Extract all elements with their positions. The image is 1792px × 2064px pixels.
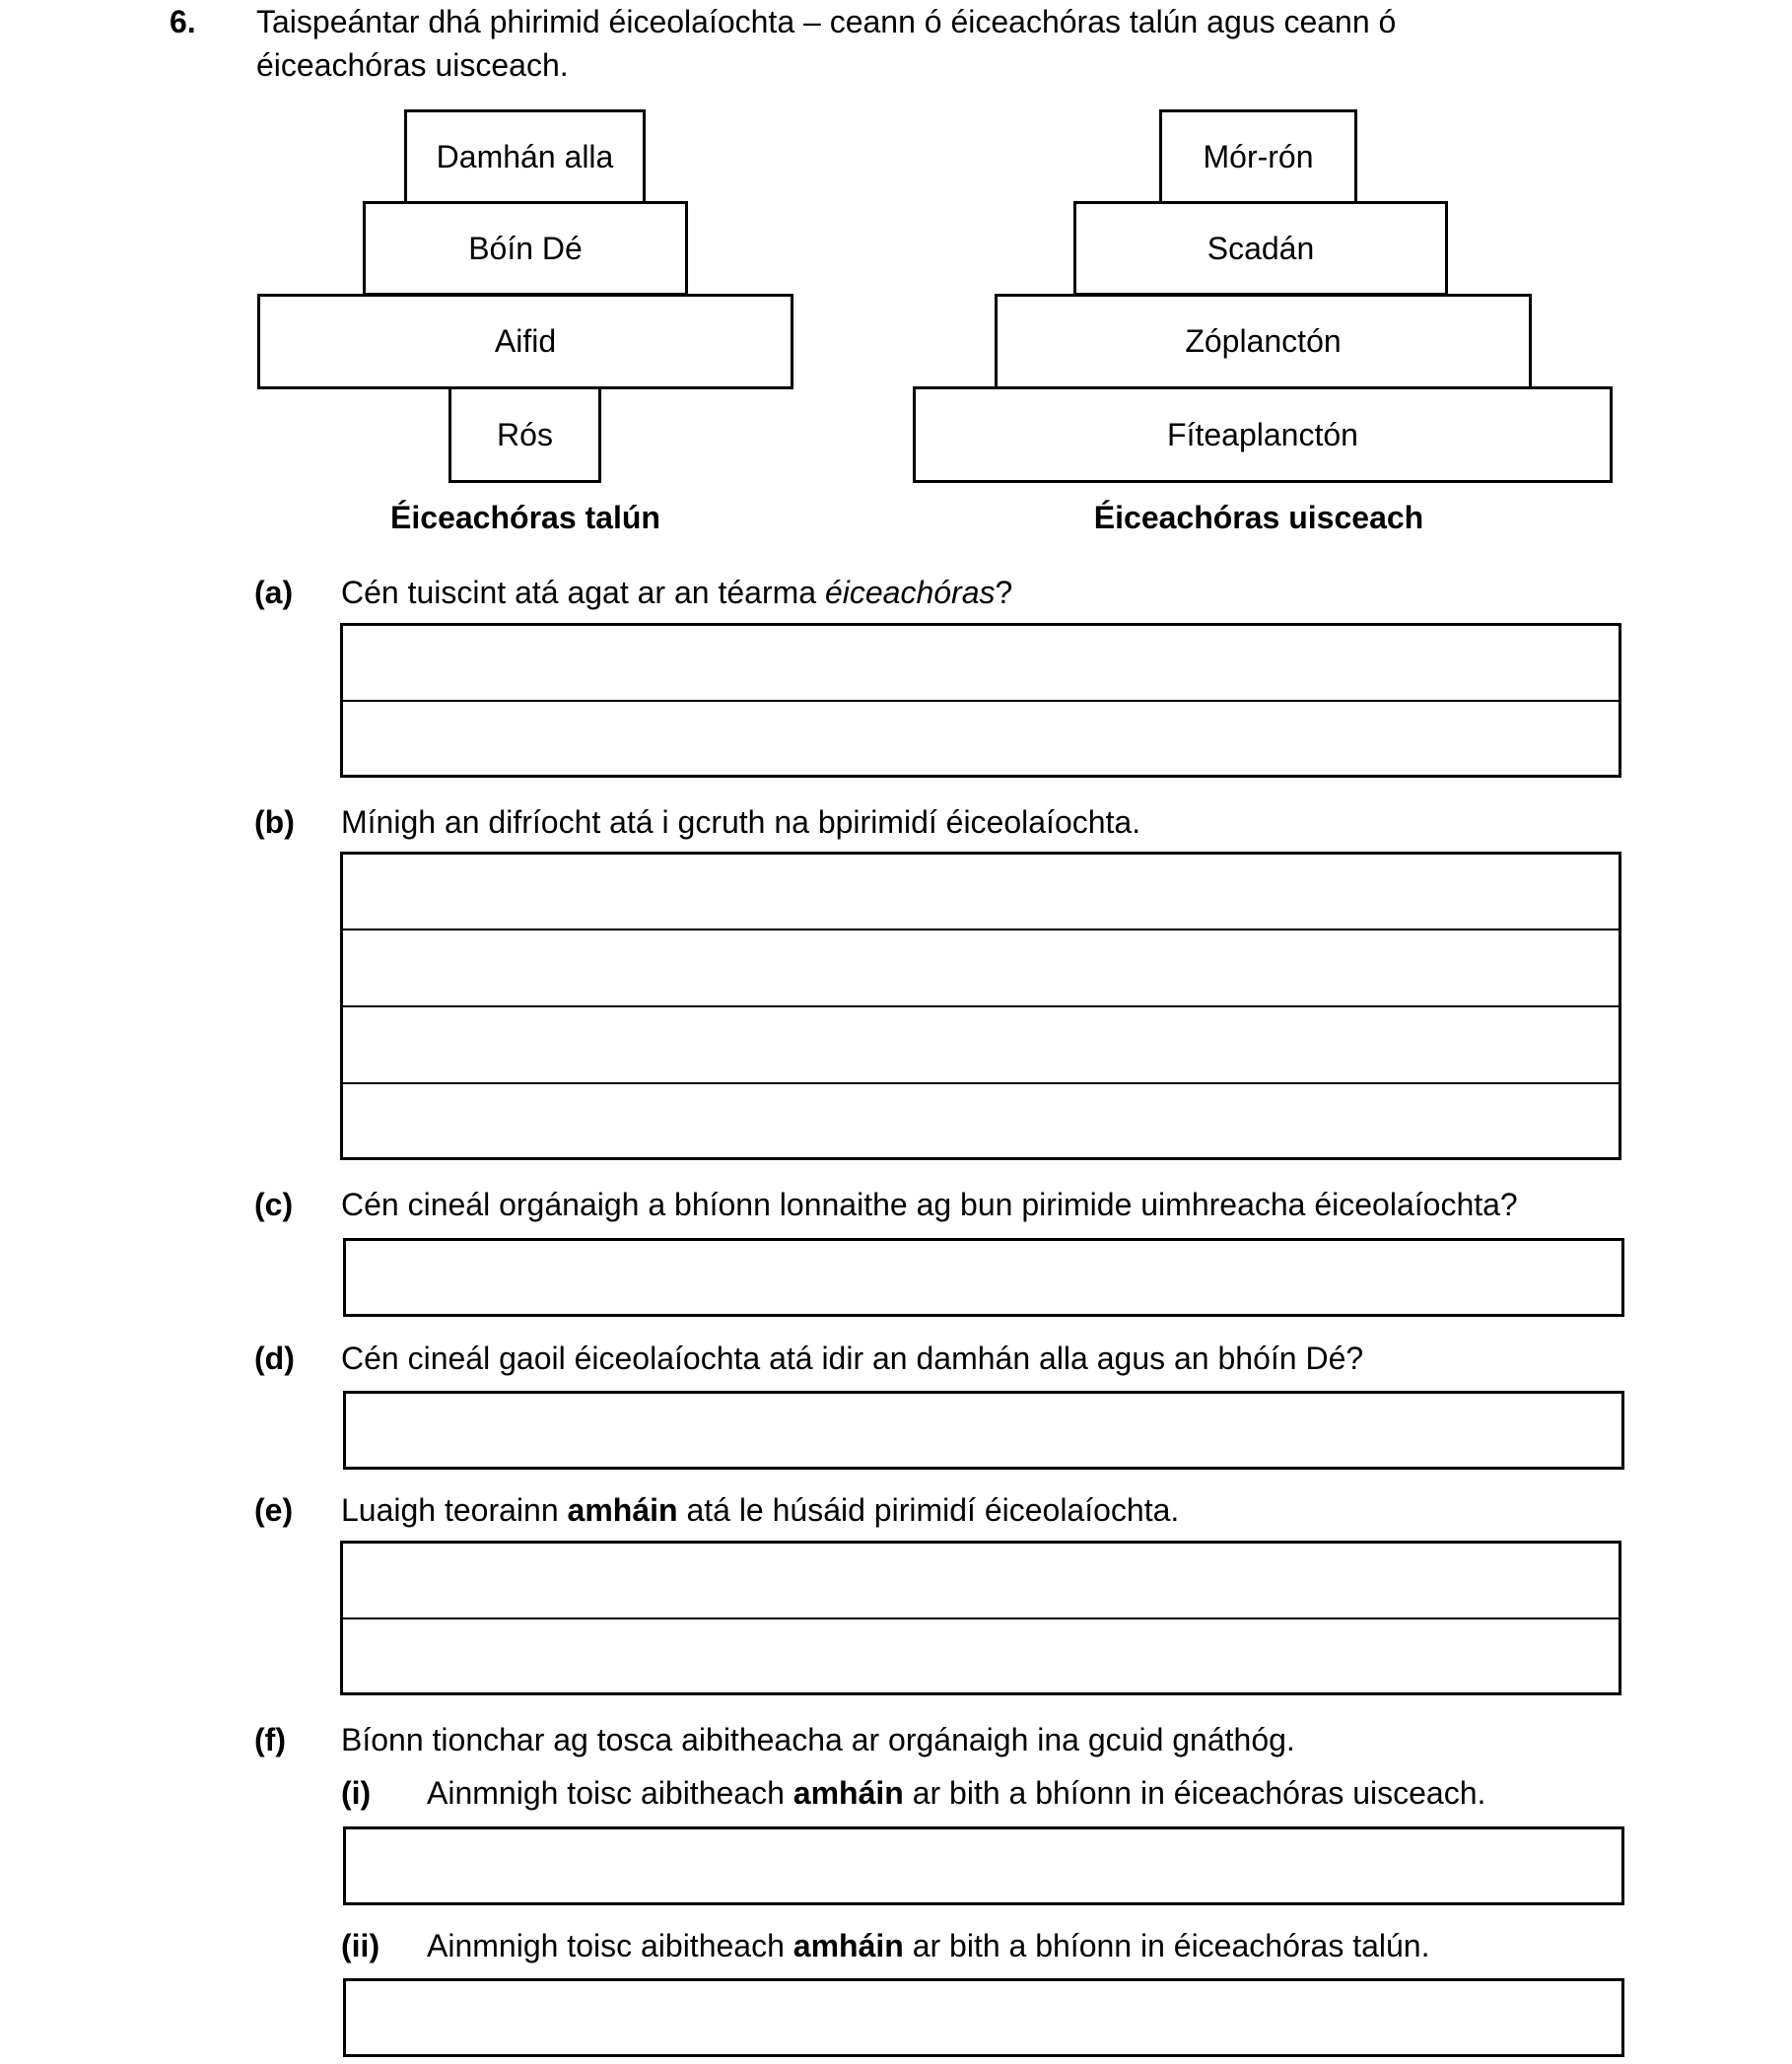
question-intro-line1: Taispeántar dhá phirimid éiceolaíochta –… [256,4,1397,39]
answer-line [343,1005,1619,1007]
answer-line [343,1082,1619,1084]
part-c-answer-box[interactable] [343,1238,1624,1317]
question-intro-line2: éiceachóras uisceach. [256,47,569,83]
part-f-question: Bíonn tionchar ag tosca aibitheacha ar o… [341,1722,1295,1757]
part-d-answer-box[interactable] [343,1391,1624,1470]
part-e-question: Luaigh teorainn amháin atá le húsáid pir… [341,1492,1180,1528]
part-b-answer-box[interactable] [340,852,1621,1160]
part-f-i-answer-box[interactable] [343,1826,1624,1905]
part-f-i-question: Ainmnigh toisc aibitheach amháin ar bith… [427,1775,1486,1811]
water-pyramid-caption: Éiceachóras uisceach [1093,500,1424,535]
part-c-label: (c) [254,1187,294,1222]
part-c-question: Cén cineál orgánaigh a bhíonn lonnaithe … [341,1187,1518,1222]
water-level-tertiary: Mór-rón [1159,109,1357,204]
water-level-secondary: Scadán [1073,201,1448,296]
land-level-producer: Rós [448,386,601,483]
part-f-i-label: (i) [341,1775,372,1811]
part-e-label: (e) [254,1492,294,1528]
part-a-answer-box[interactable] [340,623,1621,778]
land-level-secondary: Bóín Dé [363,201,688,296]
part-d-question: Cén cineál gaoil éiceolaíochta atá idir … [341,1341,1364,1376]
part-e-answer-box[interactable] [340,1541,1621,1695]
land-level-tertiary: Damhán alla [404,109,646,204]
part-f-ii-label: (ii) [341,1928,380,1963]
part-a-question: Cén tuiscint atá agat ar an téarma éicea… [341,575,1013,610]
part-b-question: Mínigh an difríocht atá i gcruth na bpir… [341,804,1141,840]
answer-line [343,929,1619,930]
part-f-ii-answer-box[interactable] [343,1978,1624,2057]
part-d-label: (d) [254,1341,295,1376]
land-level-primary: Aifid [257,294,793,389]
part-f-ii-question: Ainmnigh toisc aibitheach amháin ar bith… [427,1928,1430,1963]
answer-line [343,700,1619,702]
answer-line [343,1617,1619,1619]
part-f-label: (f) [254,1722,286,1757]
water-level-producer: Fíteaplanctón [913,386,1613,483]
part-a-label: (a) [254,575,294,610]
water-level-primary: Zóplanctón [995,294,1532,389]
land-pyramid-caption: Éiceachóras talún [390,500,660,535]
question-number: 6. [170,4,196,39]
part-b-label: (b) [254,804,295,840]
